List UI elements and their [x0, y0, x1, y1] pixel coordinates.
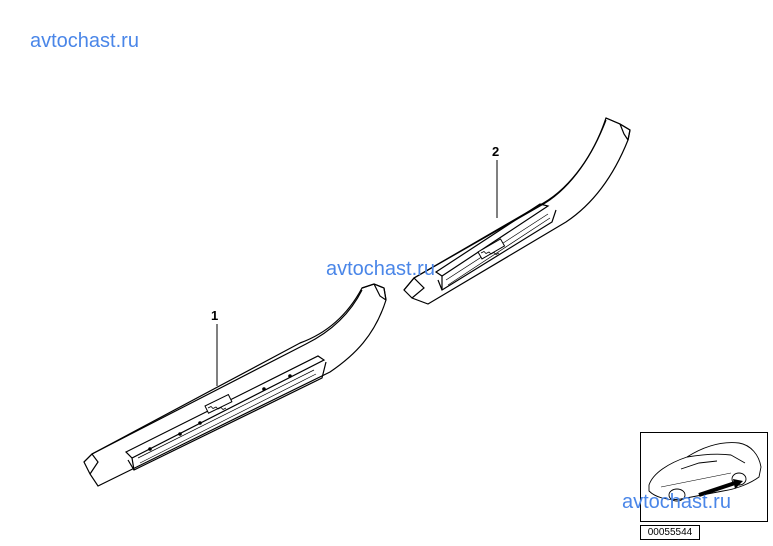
vehicle-location-thumbnail	[640, 432, 768, 522]
watermark-top: avtochast.ru	[30, 30, 139, 52]
part-2-sill-plate	[403, 117, 631, 305]
callout-label-1: 1	[211, 308, 219, 323]
watermark-bottom: avtochast.ru	[622, 491, 731, 513]
car-silhouette-icon	[648, 442, 762, 502]
diagram-part-number: 00055544	[640, 525, 700, 540]
watermark-middle: avtochast.ru	[326, 258, 435, 280]
part-1-sill-plate	[83, 283, 387, 487]
callout-label-2: 2	[492, 144, 500, 159]
